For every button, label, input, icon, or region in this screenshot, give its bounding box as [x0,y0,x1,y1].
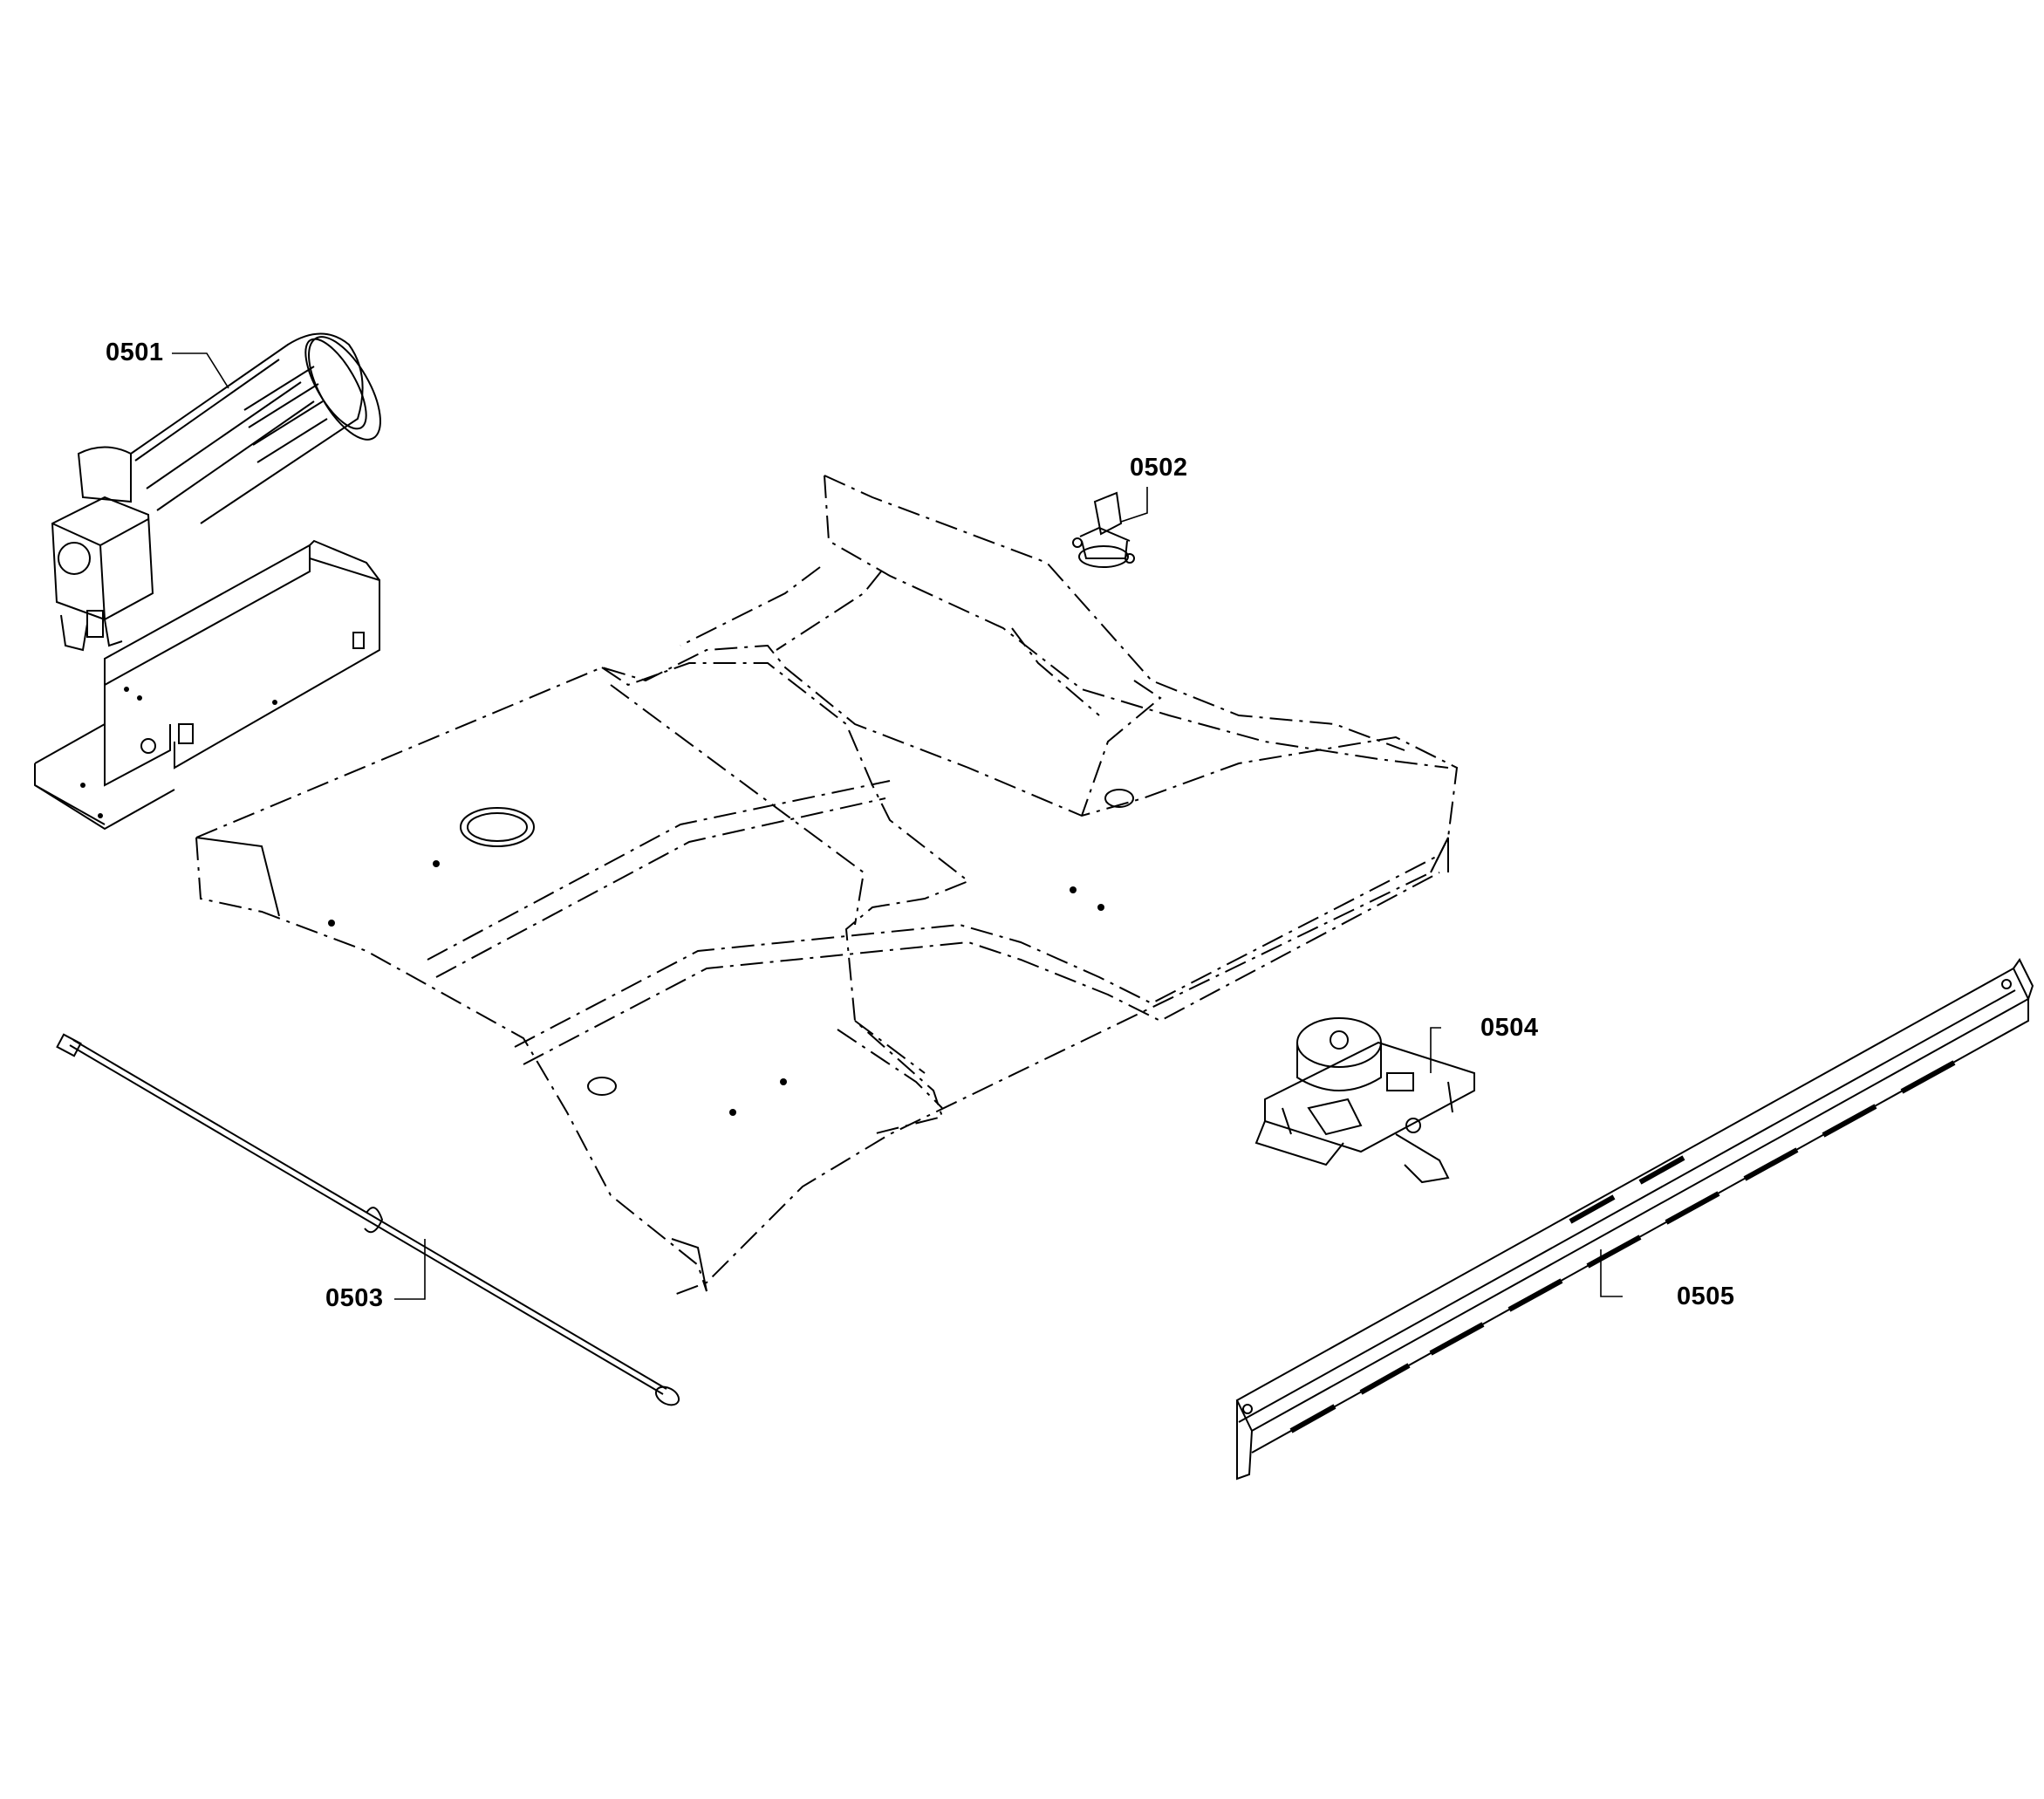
callout-0502: 0502 [1130,454,1188,482]
oven-bottom-pan [195,475,1459,1296]
part-0505-rail[interactable] [1235,958,2034,1481]
callout-0504: 0504 [1480,1014,1539,1042]
part-0502-thermostat[interactable] [1072,491,1135,568]
part-0503-wire[interactable] [56,1033,682,1409]
part-0501-bracket [34,539,380,831]
leader-lines [172,352,1623,1300]
part-0501-fan-blower[interactable] [51,326,394,652]
callout-0505: 0505 [1677,1283,1735,1310]
callout-0501: 0501 [106,339,164,366]
callout-0503: 0503 [325,1284,384,1312]
part-0504-door-lock-motor[interactable] [1254,1017,1475,1184]
rail-slots [1289,1060,1956,1433]
